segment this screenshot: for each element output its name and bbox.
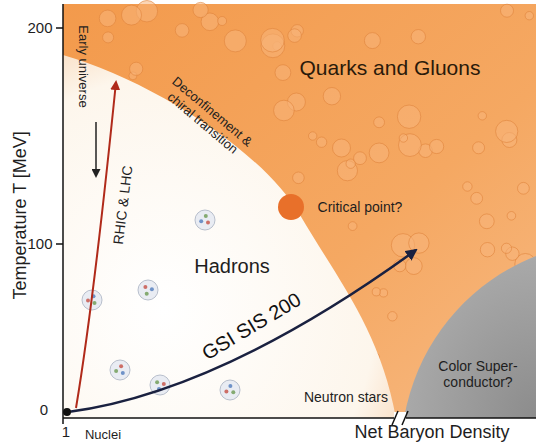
quark-bubble [411, 30, 425, 44]
quark-bubble [518, 182, 530, 194]
quark-dot [228, 384, 232, 388]
quark-bubble [397, 105, 420, 128]
hadron-icon [138, 280, 158, 300]
quark-bubble [507, 212, 516, 221]
quark-bubble [122, 5, 142, 25]
x-axis [63, 417, 536, 419]
quark-bubble [463, 182, 472, 191]
quark-bubble [175, 24, 189, 38]
region-name: Hadrons [194, 255, 270, 278]
gsi-trajectory [68, 250, 416, 412]
color-superconductor-region [404, 256, 536, 418]
point-label: Critical point? [318, 199, 403, 215]
quark-dot [231, 390, 235, 394]
quark-dot [224, 390, 228, 394]
quark-bubble [525, 12, 533, 20]
quark-bubble [323, 88, 340, 105]
tick-value: 200 [27, 19, 52, 36]
quark-bubble [399, 134, 407, 142]
quark-bubble [372, 288, 380, 296]
region-note: Early universe [75, 25, 90, 107]
quark-bubble [479, 214, 494, 229]
y-axis [62, 4, 64, 418]
quark-bubble [218, 17, 227, 26]
nuclei-dot [63, 408, 71, 416]
quark-bubble [99, 10, 116, 27]
quark-bubble [471, 192, 483, 204]
quark-bubble [480, 243, 494, 257]
quark-dot [143, 285, 147, 289]
tick-value: 0 [40, 401, 48, 418]
quark-bubble [388, 312, 397, 321]
quark-dot [204, 214, 208, 218]
tick-value: 100 [27, 235, 52, 252]
hadron-icon [195, 210, 215, 230]
quark-bubble [369, 143, 389, 163]
quark-bubble [354, 152, 367, 165]
quark-bubble [496, 120, 518, 142]
quark-dot [162, 382, 166, 386]
quark-bubble [316, 137, 326, 147]
quark-dot [119, 364, 123, 368]
quark-dot [86, 299, 90, 303]
early-universe-arrow [95, 122, 97, 176]
quark-bubble [224, 30, 246, 52]
quark-bubble [309, 132, 317, 140]
quark-bubble [409, 233, 429, 253]
axis-title: Net Baryon Density [354, 422, 509, 443]
quark-dot [150, 287, 154, 291]
quark-dot [93, 301, 97, 305]
quark-bubble [275, 65, 291, 81]
quark-bubble [288, 29, 302, 43]
quark-bubble [501, 243, 511, 253]
quark-dot [199, 219, 203, 223]
quark-bubble [364, 33, 380, 49]
region-name: Color Super- conductor? [430, 358, 526, 390]
hadron-icons [82, 210, 240, 400]
tick-value: 1 [62, 423, 70, 440]
region-name: Quarks and Gluons [300, 56, 481, 80]
quark-bubble [348, 222, 357, 231]
quark-bubble [333, 139, 351, 157]
quark-bubble [103, 32, 114, 43]
quark-bubble [193, 2, 208, 17]
quark-bubble [293, 172, 305, 184]
tick [56, 27, 63, 29]
quark-dot [206, 221, 210, 225]
quark-bubble [478, 112, 486, 120]
quark-dot [145, 292, 149, 296]
quark-dot [155, 380, 159, 384]
quark-bubble [405, 258, 422, 275]
critical-point-dot [278, 194, 304, 220]
quark-bubble [130, 62, 143, 75]
quark-gluon-region [63, 4, 536, 418]
hadron-icon [220, 380, 240, 400]
rhic-lhc-trajectory [76, 82, 116, 408]
quark-bubble [501, 4, 514, 17]
quark-bubble [399, 134, 422, 157]
quark-bubble [430, 139, 444, 153]
tick [56, 243, 63, 245]
quark-bubble [274, 100, 295, 121]
axis-title: Temperature T [MeV] [10, 131, 31, 299]
tick [62, 418, 64, 424]
region-note: Neutron stars [304, 389, 388, 405]
quark-bubble [473, 142, 485, 154]
axis-note: Nuclei [85, 428, 121, 443]
quark-dot [114, 369, 118, 373]
quark-bubble [261, 28, 285, 52]
hadron-icon [110, 360, 130, 380]
quark-bubble [374, 117, 385, 128]
quark-dot [121, 371, 125, 375]
